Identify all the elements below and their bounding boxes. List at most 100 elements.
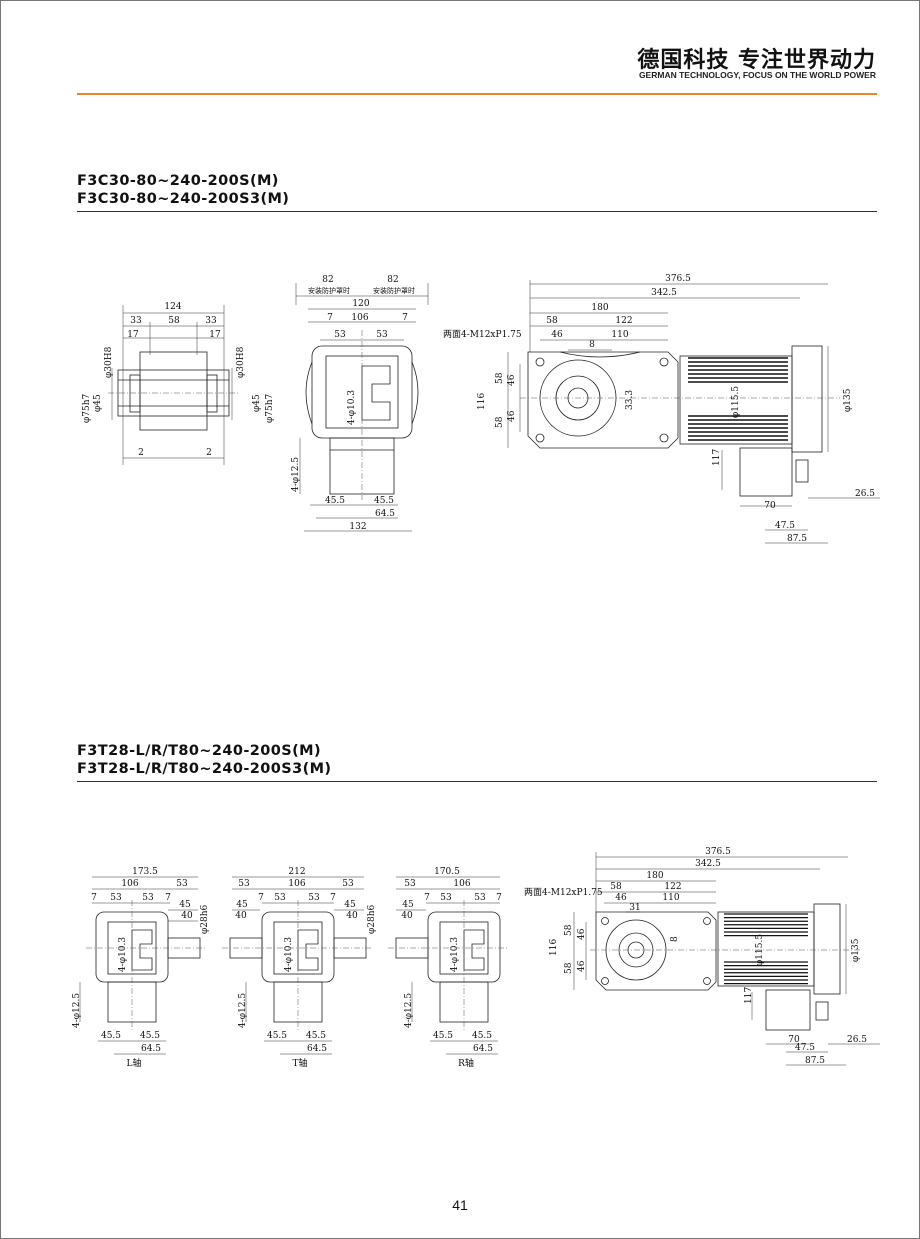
s2-view-l: 173.5 106 53 7 53 53 7 45 40 φ28h6 4-φ10… (72, 867, 210, 1069)
s2-t-dim-7-right: 7 (330, 893, 336, 903)
s1-front-dim-110: 110 (611, 330, 628, 340)
s1-shaft-phi30h8-right: φ30H8 (236, 346, 246, 378)
s2-l-dim-53-b: 53 (142, 893, 154, 903)
s2-t-dim-7-left: 7 (258, 893, 264, 903)
s2-r-dim-53-a: 53 (440, 893, 452, 903)
s2-front-phi135: φ135 (851, 938, 861, 962)
s1-side-dim-82-right: 82 (387, 275, 398, 285)
s1-front-dim-58: 58 (546, 316, 558, 326)
s1-side-dim-455-right: 45.5 (374, 496, 394, 506)
s2-front-dim-180: 180 (646, 871, 663, 881)
section2-title-line1: F3T28-L/R/T80~240-200S(M) (77, 743, 321, 759)
s2-t-dim-40-left: 40 (235, 911, 247, 921)
section1-title-line1: F3C30-80~240-200S(M) (77, 173, 279, 189)
s2-t-dim-455-left: 45.5 (267, 1031, 287, 1041)
s2-l-phi28h6: φ28h6 (200, 904, 210, 934)
s2-front-dim-110: 110 (662, 893, 679, 903)
s2-front-phi1155: φ115.5 (755, 934, 765, 966)
s1-front-dim-265: 26.5 (855, 489, 875, 499)
s1-front-dim-333: 33.3 (625, 390, 635, 410)
s1-front-dim-475: 47.5 (775, 521, 795, 531)
s1-front-thread-note: 两面4-M12xP1.75 (443, 329, 522, 340)
s2-front-dim-122: 122 (664, 882, 681, 892)
s2-t-dim-45-right: 45 (344, 900, 356, 910)
brand-slogan-en: GERMAN TECHNOLOGY, FOCUS ON THE WORLD PO… (638, 70, 876, 80)
s2-l-4phi125: 4-φ12.5 (72, 993, 82, 1028)
s2-l-dim-45: 45 (179, 900, 191, 910)
s1-side-dim-53-left: 53 (334, 330, 346, 340)
section2-rule (77, 781, 877, 782)
s2-r-caption: R轴 (458, 1057, 474, 1069)
s2-t-dim-45-left: 45 (236, 900, 248, 910)
s2-front-dim-31: 31 (629, 903, 640, 913)
s1-side-4phi125: 4-φ12.5 (291, 457, 301, 492)
s2-t-caption: T轴 (292, 1057, 307, 1069)
s1-shaft-phi45-right: φ45 (252, 394, 262, 412)
s1-shaft-phi75h7-left: φ75h7 (82, 393, 92, 423)
s1-front-dim-180: 180 (591, 303, 608, 313)
header-rule (77, 93, 877, 95)
s1-side-dim-7-right: 7 (402, 313, 408, 323)
s1-front-dim-46: 46 (551, 330, 563, 340)
s2-l-dim-53-right: 53 (176, 879, 188, 889)
s1-front-phi135: φ135 (843, 388, 853, 412)
s2-front-dim-46: 46 (615, 893, 627, 903)
page-number: 41 (452, 1197, 468, 1213)
s2-l-total-dim: 173.5 (132, 867, 158, 877)
s2-t-dim-53-left: 53 (238, 879, 250, 889)
s2-front-dim-3765: 376.5 (705, 847, 731, 857)
s2-front-dim-58-bottom: 58 (564, 962, 574, 974)
s1-shaft-dim-58: 58 (168, 316, 180, 326)
s2-front-dim-46-bottom: 46 (577, 960, 587, 972)
s1-side-dim-82-left: 82 (322, 275, 333, 285)
s2-r-dim-455-right: 45.5 (472, 1031, 492, 1041)
s1-shaft-dim-33-left: 33 (130, 316, 142, 326)
s2-r-dim-40: 40 (401, 911, 413, 921)
s2-r-dim-45: 45 (402, 900, 414, 910)
s2-l-dim-7-right: 7 (165, 893, 171, 903)
s1-front-dim-8: 8 (589, 340, 595, 350)
s2-l-dim-53-a: 53 (110, 893, 122, 903)
s2-l-dim-455-left: 45.5 (101, 1031, 121, 1041)
s1-side-view: 82 安装防护罩时 82 安装防护罩时 120 7 106 7 53 53 4-… (291, 275, 429, 532)
s2-front-dim-117: 117 (744, 987, 754, 1004)
s1-front-view: 376.5 342.5 180 58 122 46 110 8 两面4-M12x… (443, 274, 880, 544)
s1-side-dim-645: 64.5 (375, 509, 395, 519)
s2-t-dim-53-right: 53 (342, 879, 354, 889)
s2-front-dim-8: 8 (670, 936, 680, 942)
s2-front-dim-116: 116 (549, 939, 559, 956)
section1-title-line2: F3C30-80~240-200S3(M) (77, 191, 290, 207)
s2-front-dim-475: 47.5 (795, 1043, 815, 1053)
s2-r-dim-455-left: 45.5 (433, 1031, 453, 1041)
s2-view-r: 170.5 53 106 45 7 53 53 7 40 4-φ10.3 4-φ… (388, 867, 508, 1069)
s1-front-dim-875: 87.5 (787, 534, 807, 544)
s1-side-dim-455-left: 45.5 (325, 496, 345, 506)
s2-t-phi28h6: φ28h6 (367, 904, 377, 934)
s2-t-dim-645: 64.5 (307, 1044, 327, 1054)
s2-t-dim-53-a: 53 (274, 893, 286, 903)
s2-r-dim-53-left: 53 (404, 879, 416, 889)
s2-l-dim-455-right: 45.5 (140, 1031, 160, 1041)
s2-r-dim-7-right: 7 (496, 893, 502, 903)
s2-front-dim-875: 87.5 (805, 1056, 825, 1066)
s1-front-phi1155: φ115.5 (731, 386, 741, 418)
s2-l-dim-40: 40 (181, 911, 193, 921)
s2-r-dim-106: 106 (453, 879, 470, 889)
s1-front-dim-116: 116 (477, 393, 487, 410)
s1-front-dim-3425: 342.5 (651, 288, 677, 298)
s2-l-caption: L轴 (127, 1057, 142, 1069)
s1-side-cover-note-left: 安装防护罩时 (308, 286, 350, 295)
s1-front-dim-58-bottom: 58 (495, 416, 505, 428)
brand-slogan-cn: 德国科技 专注世界动力 (637, 47, 876, 73)
s1-shaft-total-dim: 124 (164, 302, 181, 312)
s1-front-dim-117: 117 (712, 449, 722, 466)
s2-front-view: 376.5 342.5 180 两面4-M12xP1.75 58 122 46 … (524, 847, 880, 1066)
s2-r-dim-645: 64.5 (473, 1044, 493, 1054)
s2-front-dim-70: 70 (788, 1035, 800, 1045)
s2-front-dim-58-top: 58 (564, 924, 574, 936)
s1-front-dim-122: 122 (615, 316, 632, 326)
section2-title: F3T28-L/R/T80~240-200S(M) F3T28-L/R/T80~… (77, 742, 331, 778)
s1-side-cover-note-right: 安装防护罩时 (373, 286, 415, 295)
s1-front-dim-46-top: 46 (507, 374, 517, 386)
s1-shaft-dim-33-right: 33 (205, 316, 217, 326)
